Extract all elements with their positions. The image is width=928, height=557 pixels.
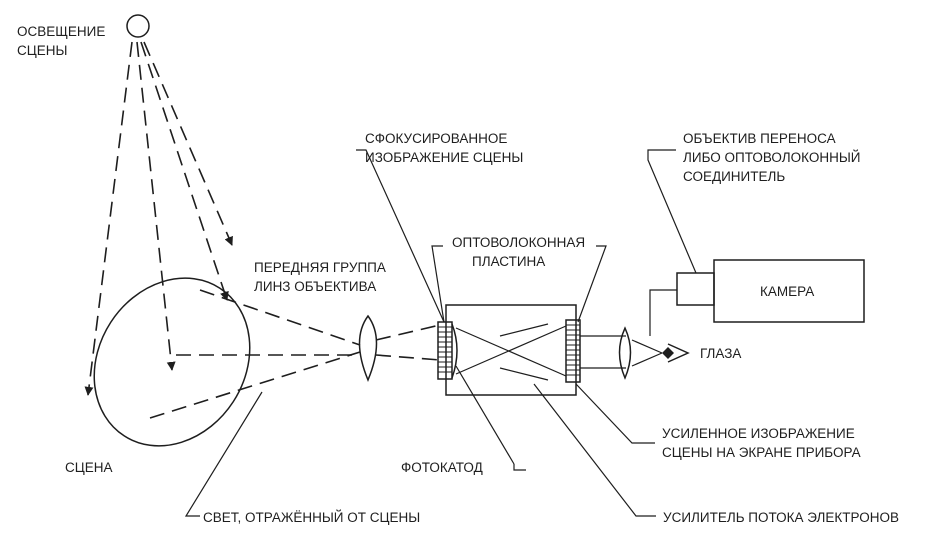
relay-lens-label-line-3: СОЕДИНИТЕЛЬ: [683, 169, 785, 184]
photocathode-curve: [451, 323, 458, 379]
scene-label: СЦЕНА: [65, 460, 113, 475]
front-lens-label-line-1: ПЕРЕДНЯЯ ГРУППА: [254, 260, 386, 275]
leader-photocathode: [455, 365, 515, 465]
eyepiece-lens-icon: [618, 326, 632, 380]
camera-label: КАМЕРА: [760, 284, 814, 299]
light-source-icon: [126, 14, 150, 38]
illumination-label-line-2: СЦЕНЫ: [17, 43, 67, 58]
fiber-plate-label-line-1: ОПТОВОЛОКОННАЯ: [452, 235, 585, 250]
focused-image-label-line-1: СФОКУСИРОВАННОЕ: [365, 131, 507, 146]
reflected-rays: [149, 289, 361, 419]
leader-lines: [184, 149, 697, 517]
intensified-image-label-line-1: УСИЛЕННОЕ ИЗОБРАЖЕНИЕ: [662, 426, 855, 441]
focused-rays: [375, 324, 441, 361]
camera-lens-box: [676, 272, 715, 306]
eye-icon: [667, 343, 690, 363]
leader-reflected-light: [184, 391, 263, 517]
reflected-ray-top: [199, 289, 361, 346]
screen-plate: [565, 319, 581, 383]
camera-feed-line: [649, 289, 677, 336]
illumination-ray-4: [143, 41, 233, 246]
electron-path-2: [455, 325, 567, 375]
electron-path-3: [499, 323, 549, 337]
electron-path-1: [455, 327, 567, 377]
eyepiece-ray-1: [631, 339, 663, 354]
illumination-ray-3: [140, 41, 229, 301]
leader-intensified-image: [575, 383, 655, 444]
relay-lens-label-line-1: ОБЪЕКТИВ ПЕРЕНОСА: [683, 131, 836, 146]
leader-focused-image: [356, 149, 445, 323]
illumination-ray-1: [84, 41, 133, 396]
focused-ray-1: [375, 324, 441, 341]
fiber-plate-label-line-2: ПЛАСТИНА: [472, 254, 545, 269]
illumination-rays: [84, 41, 233, 396]
front-lens-label-line-2: ЛИНЗ ОБЪЕКТИВА: [254, 279, 376, 294]
electron-multiplier-label: УСИЛИТЕЛЬ ПОТОКА ЭЛЕКТРОНОВ: [663, 510, 899, 525]
eyes-label: ГЛАЗА: [700, 346, 741, 361]
leader-photocathode-hook: [513, 464, 526, 471]
eyepiece-ray-2: [631, 352, 663, 367]
focused-ray-2: [375, 354, 441, 361]
reflected-ray-bottom: [149, 351, 361, 419]
reflected-light-label: СВЕТ, ОТРАЖЁННЫЙ ОТ СЦЕНЫ: [203, 510, 420, 525]
scene-ellipse: [93, 277, 251, 447]
photocathode-label: ФОТОКАТОД: [401, 460, 483, 475]
front-lens-icon: [358, 314, 378, 382]
electron-path-4: [499, 367, 549, 381]
focused-image-label-line-2: ИЗОБРАЖЕНИЕ СЦЕНЫ: [365, 150, 523, 165]
illumination-label-line-1: ОСВЕЩЕНИЕ: [17, 24, 105, 39]
photocathode-plate: [437, 321, 453, 380]
leader-fiber-plate-right: [577, 245, 607, 323]
intensifier-tube: [437, 304, 581, 396]
screen-hatch: [566, 324, 580, 376]
relay-lens-label-line-2: ЛИБО ОПТОВОЛОКОННЫЙ: [683, 150, 861, 165]
photocathode-hatch: [438, 326, 452, 373]
leader-electron-multiplier: [533, 383, 656, 517]
leader-fiber-plate-left: [431, 245, 445, 323]
eye-focus-point-icon: [662, 347, 674, 359]
intensified-image-label-line-2: СЦЕНЫ НА ЭКРАНЕ ПРИБОРА: [662, 445, 861, 460]
leader-relay-lens: [647, 149, 697, 274]
illumination-ray-2: [136, 41, 176, 371]
